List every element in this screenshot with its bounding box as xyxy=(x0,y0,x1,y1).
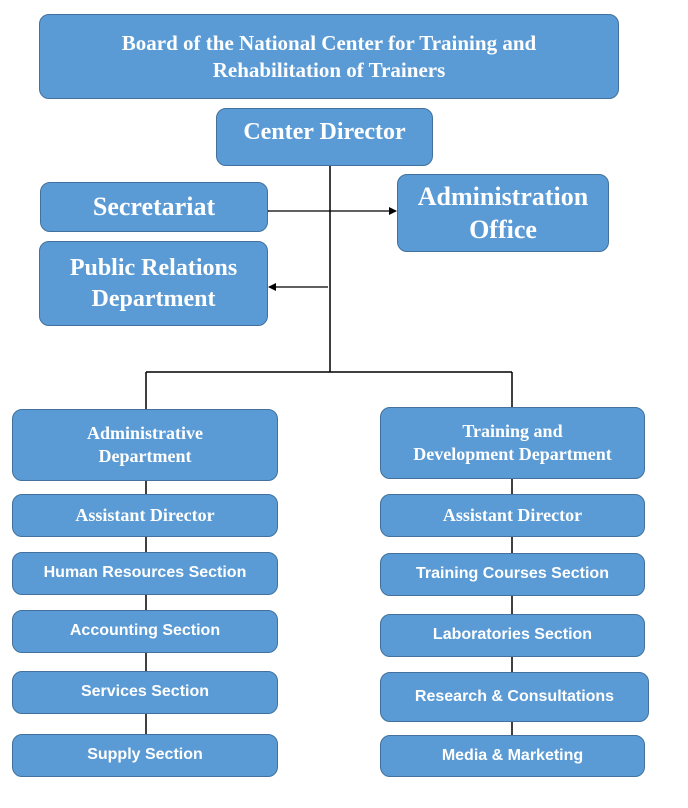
secretariat-label: Secretariat xyxy=(92,192,216,222)
research-consultations-label: Research & Consultations xyxy=(414,687,615,705)
human-resources-section-box: Human Resources Section xyxy=(12,552,278,595)
administrative-department-box: Administrative Department xyxy=(12,409,278,481)
admin-assistant-director-box: Assistant Director xyxy=(12,494,278,537)
secretariat-box: Secretariat xyxy=(40,182,268,232)
supply-section-label: Supply Section xyxy=(87,746,203,764)
training-courses-section-box: Training Courses Section xyxy=(380,553,645,596)
training-assistant-director-label: Assistant Director xyxy=(442,504,583,525)
laboratories-section-label: Laboratories Section xyxy=(432,626,593,644)
board-box: Board of the National Center for Trainin… xyxy=(39,14,619,99)
board-label: Board of the National Center for Trainin… xyxy=(121,30,537,82)
services-section-label: Services Section xyxy=(80,683,210,701)
accounting-section-box: Accounting Section xyxy=(12,610,278,653)
training-department-box: Training and Development Department xyxy=(380,407,645,479)
training-assistant-director-box: Assistant Director xyxy=(380,494,645,537)
administration-office-box: Administration Office xyxy=(397,174,609,252)
training-courses-section-label: Training Courses Section xyxy=(416,565,609,583)
center-director-label: Center Director xyxy=(243,119,406,145)
administrative-department-label: Administrative Department xyxy=(87,422,203,466)
human-resources-section-label: Human Resources Section xyxy=(43,564,247,582)
supply-section-box: Supply Section xyxy=(12,734,278,777)
research-consultations-box: Research & Consultations xyxy=(380,672,649,722)
accounting-section-label: Accounting Section xyxy=(69,622,221,640)
public-relations-box: Public Relations Department xyxy=(39,241,268,326)
center-director-box: Center Director xyxy=(216,108,433,166)
administration-office-label: Administration Office xyxy=(417,181,589,244)
media-marketing-label: Media & Marketing xyxy=(441,746,584,764)
training-department-label: Training and Development Department xyxy=(413,420,612,464)
admin-assistant-director-label: Assistant Director xyxy=(75,504,215,525)
services-section-box: Services Section xyxy=(12,671,278,714)
laboratories-section-box: Laboratories Section xyxy=(380,614,645,657)
public-relations-label: Public Relations Department xyxy=(69,254,238,312)
media-marketing-box: Media & Marketing xyxy=(380,735,645,777)
